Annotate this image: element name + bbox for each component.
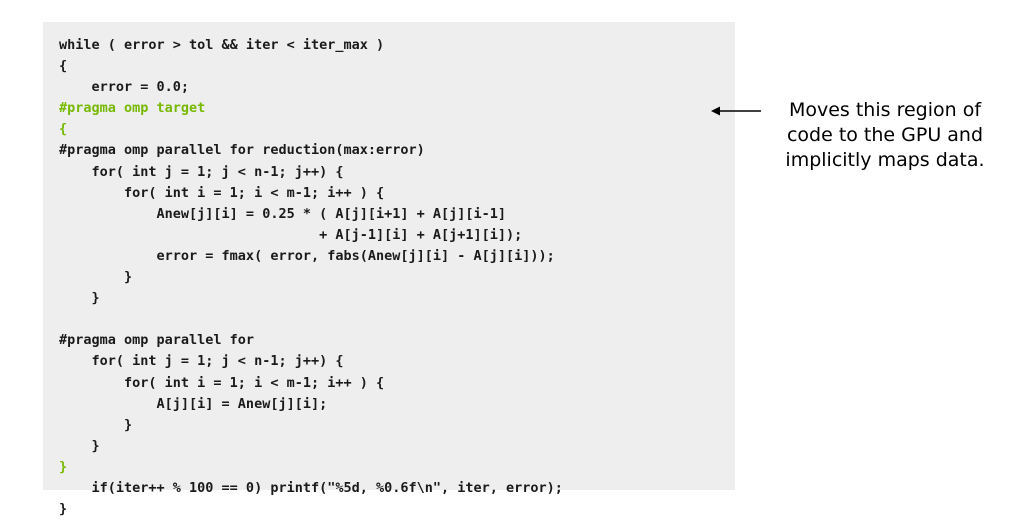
code-line: for( int j = 1; j < n-1; j++) {	[59, 163, 344, 180]
code-line: A[j][i] = Anew[j][i];	[59, 395, 328, 412]
annotation-callout: Moves this region of code to the GPU and…	[760, 98, 1010, 173]
code-line: #pragma omp parallel for reduction(max:e…	[59, 142, 425, 159]
code-line: Anew[j][i] = 0.25 * ( A[j][i+1] + A[j][i…	[59, 205, 507, 222]
code-line: while ( error > tol && iter < iter_max )	[59, 37, 385, 53]
code-panel: while ( error > tol && iter < iter_max )…	[43, 22, 735, 517]
annotation-line: implicitly maps data.	[785, 149, 985, 171]
code-line: }	[59, 269, 133, 286]
code-line: }	[59, 416, 133, 433]
annotation-line: Moves this region of	[788, 99, 982, 121]
code-line	[59, 309, 563, 330]
code-line: for( int j = 1; j < n-1; j++) {	[59, 353, 344, 370]
code-line: for( int i = 1; i < m-1; i++ ) {	[59, 184, 385, 201]
code-line: }	[59, 437, 100, 454]
code-line: #pragma omp parallel for	[59, 332, 255, 349]
code-line: for( int i = 1; i < m-1; i++ ) {	[59, 374, 385, 391]
code-line-highlighted: #pragma omp target	[59, 100, 206, 117]
code-line: error = 0.0;	[59, 79, 190, 96]
code-line: {	[59, 58, 68, 75]
left-arrow-icon	[711, 106, 761, 116]
annotation-line: code to the GPU and	[786, 124, 984, 146]
code-line: error = fmax( error, fabs(Anew[j][i] - A…	[59, 247, 555, 264]
code-line: }	[59, 501, 68, 518]
code-line-highlighted: }	[59, 458, 68, 475]
code-listing: while ( error > tol && iter < iter_max )…	[59, 35, 563, 520]
code-line: + A[j-1][i] + A[j+1][i]);	[59, 226, 523, 243]
code-line: if(iter++ % 100 == 0) printf("%5d, %0.6f…	[59, 479, 563, 496]
code-line: }	[59, 290, 100, 307]
code-line-highlighted: {	[59, 121, 68, 138]
